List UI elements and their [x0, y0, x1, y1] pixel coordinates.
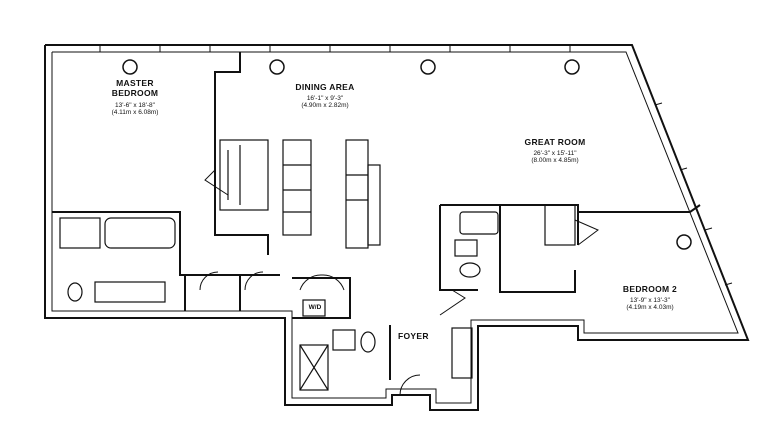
interior-walls	[52, 52, 701, 380]
kitchen-fixtures	[219, 139, 576, 249]
exterior-wall-inner	[51, 51, 739, 404]
window-mullions	[99, 45, 733, 286]
washer-dryer-box	[302, 299, 326, 317]
master-bedroom-name-1: MASTER	[116, 78, 154, 88]
great-room-metric: (8.00m x 4.85m)	[531, 157, 579, 165]
dining-area-name: DINING AREA	[295, 82, 355, 92]
master-bedroom-label: MASTER BEDROOM 13'-6" x 18'-8" (4.11m x …	[95, 78, 175, 116]
great-room-name: GREAT ROOM	[524, 137, 586, 147]
master-bedroom-imperial: 13'-6" x 18'-8"	[115, 101, 155, 109]
dining-area-label: DINING AREA 16'-1" x 9'-3" (4.90m x 2.82…	[275, 82, 375, 110]
dining-area-metric: (4.90m x 2.82m)	[301, 102, 349, 110]
washer-dryer-label: W/D	[308, 304, 322, 311]
dining-area-imperial: 16'-1" x 9'-3"	[306, 94, 344, 102]
exterior-wall	[44, 44, 750, 411]
bedroom-2-imperial: 13'-9" x 13'-3"	[630, 296, 670, 304]
great-room-imperial: 26'-3" x 15'-11"	[533, 149, 577, 157]
master-bedroom-metric: (4.11m x 6.08m)	[111, 109, 159, 116]
foyer-label: FOYER	[398, 331, 429, 341]
great-room-label: GREAT ROOM 26'-3" x 15'-11" (8.00m x 4.8…	[500, 137, 610, 165]
columns	[122, 59, 692, 250]
bath-fixtures	[59, 211, 499, 391]
bedroom-2-metric: (4.19m x 4.03m)	[626, 304, 674, 312]
door-swings	[199, 169, 599, 396]
master-bedroom-name-2: BEDROOM	[111, 87, 159, 98]
bedroom-2-label: BEDROOM 2 13'-9" x 13'-3" (4.19m x 4.03m…	[605, 284, 695, 312]
bedroom-2-name: BEDROOM 2	[622, 284, 678, 294]
